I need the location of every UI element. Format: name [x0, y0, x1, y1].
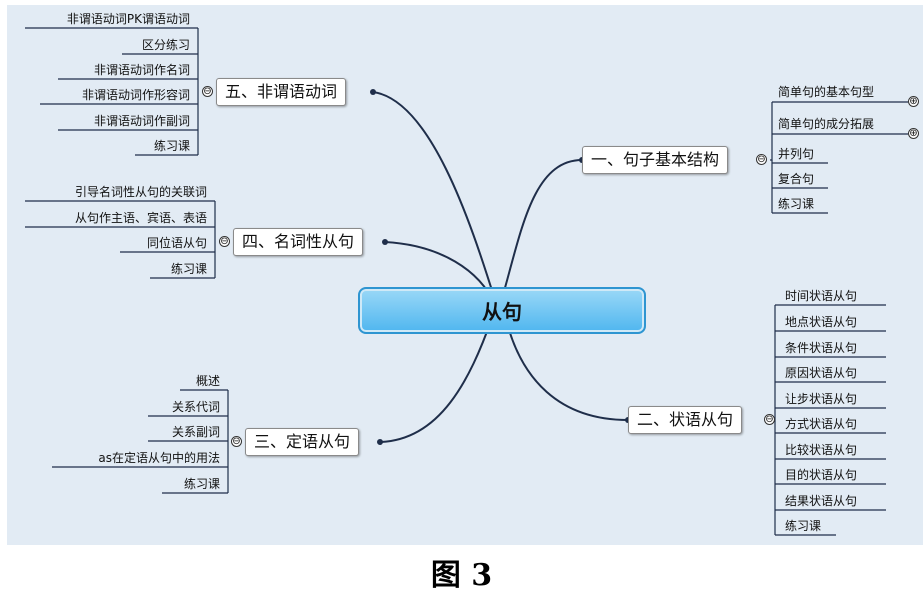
subtopic-place-clause[interactable]: 地点状语从句	[785, 315, 858, 329]
subtopic-distinguish-practice[interactable]: 区分练习	[141, 38, 190, 52]
figure-caption: 图 3	[430, 558, 493, 593]
collapse-toggle-icon[interactable]: ⊖	[756, 154, 767, 165]
subtopic-as-adjective[interactable]: 非谓语动词作形容词	[81, 88, 190, 102]
subtopic-time-clause[interactable]: 时间状语从句	[785, 289, 858, 303]
subtopic-concession-clause[interactable]: 让步状语从句	[785, 392, 858, 406]
subtopic-practice[interactable]: 练习课	[170, 262, 207, 276]
mindmap-canvas	[7, 5, 923, 545]
topic-attributive-clause[interactable]: 三、定语从句	[245, 428, 360, 456]
subtopic-relative-pronoun[interactable]: 关系代词	[171, 400, 220, 414]
subtopic-purpose-clause[interactable]: 目的状语从句	[785, 468, 858, 482]
subtopic-relative-adverb[interactable]: 关系副词	[171, 425, 220, 439]
subtopic-as-adverb[interactable]: 非谓语动词作副词	[93, 114, 190, 128]
topic-adverbial-clause[interactable]: 二、状语从句	[628, 406, 743, 434]
subtopic-manner-clause[interactable]: 方式状语从句	[785, 417, 858, 431]
subtopic-subject-object-predicative[interactable]: 从句作主语、宾语、表语	[74, 211, 207, 225]
collapse-toggle-icon[interactable]: ⊖	[219, 236, 230, 247]
subtopic-complex-sentence[interactable]: 复合句	[778, 172, 815, 186]
link-t3	[379, 317, 493, 443]
link-t2	[504, 314, 629, 421]
subtopic-basic-patterns[interactable]: 简单句的基本句型	[778, 85, 875, 99]
subtopic-overview[interactable]: 概述	[195, 374, 220, 388]
topic-noun-clause[interactable]: 四、名词性从句	[233, 228, 364, 256]
subtopic-reason-clause[interactable]: 原因状语从句	[785, 366, 858, 380]
topic-non-finite-verbs[interactable]: 五、非谓语动词	[216, 78, 347, 106]
link-t5	[372, 91, 496, 301]
subtopic-condition-clause[interactable]: 条件状语从句	[785, 341, 858, 355]
topic-sentence-structure[interactable]: 一、句子基本结构	[582, 146, 729, 174]
collapse-toggle-icon[interactable]: ⊖	[202, 86, 213, 97]
subtopic-compound-sentence[interactable]: 并列句	[778, 147, 815, 161]
subtopic-connectives[interactable]: 引导名词性从句的关联词	[74, 185, 207, 199]
subtopic-practice[interactable]: 练习课	[183, 477, 220, 491]
subtopic-as-noun[interactable]: 非谓语动词作名词	[93, 63, 190, 77]
subtopic-practice[interactable]: 练习课	[785, 519, 822, 533]
subtopic-as-usage[interactable]: as在定语从句中的用法	[98, 451, 220, 465]
subtopic-appositive-clause[interactable]: 同位语从句	[146, 236, 207, 250]
link-t1	[499, 159, 583, 306]
collapse-toggle-icon[interactable]: ⊖	[231, 436, 242, 447]
expand-toggle-icon[interactable]: ⊕	[908, 128, 919, 139]
subtopic-component-extension[interactable]: 简单句的成分拓展	[778, 117, 875, 131]
central-topic[interactable]: 从句	[358, 287, 646, 334]
subtopic-practice[interactable]: 练习课	[778, 197, 815, 211]
subtopic-comparison-clause[interactable]: 比较状语从句	[785, 443, 858, 457]
subtopic-result-clause[interactable]: 结果状语从句	[785, 494, 858, 508]
subtopic-nonfinite-vs-finite[interactable]: 非谓语动词PK谓语动词	[66, 12, 190, 26]
collapse-toggle-icon[interactable]: ⊖	[764, 414, 775, 425]
subtopic-practice[interactable]: 练习课	[153, 139, 190, 153]
expand-toggle-icon[interactable]: ⊕	[908, 96, 919, 107]
